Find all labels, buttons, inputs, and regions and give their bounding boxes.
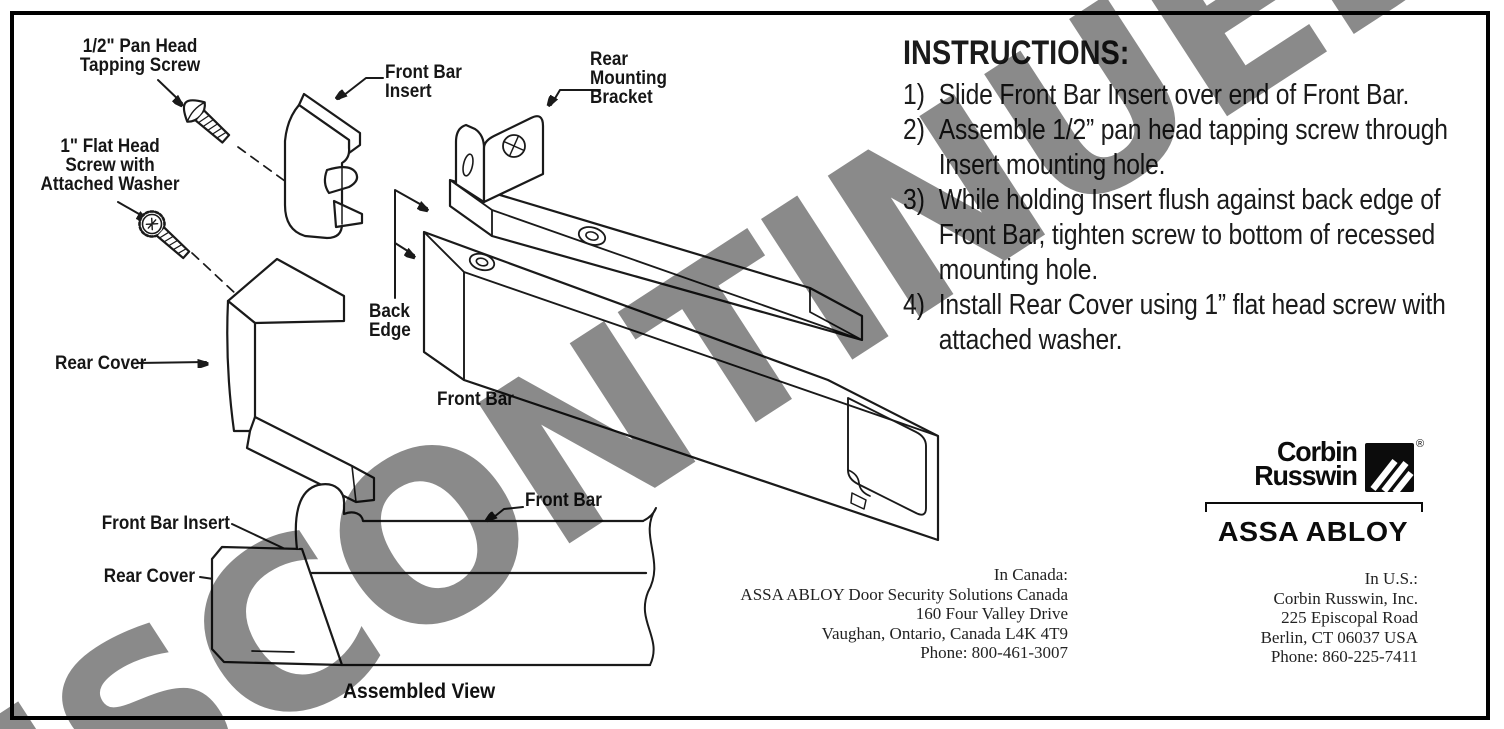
logo-line-corbin: Corbin [1277,436,1358,467]
instruction-number: 1) [903,79,925,111]
instruction-item: 4) Install Rear Cover using 1” flat head… [903,288,1498,358]
registered-trademark-symbol: ® [1416,438,1425,450]
pan-head-screw [182,99,231,144]
instruction-text: Slide Front Bar Insert over end of Front… [938,79,1410,111]
label-front-bar-insert: Front Bar Insert [385,62,462,102]
instruction-item: 1) Slide Front Bar Insert over end of Fr… [903,78,1498,113]
exploded-view-drawing [117,77,940,542]
instructions-section: INSTRUCTIONS: 1) Slide Front Bar Insert … [903,34,1498,358]
assembled-insert-profile [294,483,366,551]
canada-address: In Canada: ASSA ABLOY Door Security Solu… [740,565,1068,662]
instruction-number: 3) [903,184,925,216]
label-flat-head-screw: 1" Flat Head Screw with Attached Washer [40,136,180,195]
instruction-text: While holding Insert flush against back … [938,184,1441,286]
label-rear-mounting-bracket: Rear Mounting Bracket [590,49,667,108]
label-pan-head-screw: 1/2" Pan Head Tapping Screw [79,36,201,76]
corbin-russwin-mark-icon [1365,443,1414,493]
logo-line-russwin: Russwin [1254,460,1359,491]
page-border-frame [10,11,1490,720]
assembled-rear-cover-profile [210,545,344,667]
label-front-bar: Front Bar [437,389,514,410]
label-asm-front-bar-insert: Front Bar Insert [101,513,231,534]
assa-abloy-logo: ASSA ABLOY [1217,516,1409,547]
instruction-item: 2) Assemble 1/2” pan head tapping screw … [903,113,1498,183]
label-asm-rear-cover: Rear Cover [103,566,195,587]
assembled-view-drawing [199,483,657,667]
assembled-bar-lines [309,507,657,667]
endorsement-bracket-line [1205,502,1423,512]
corbin-russwin-logo: Corbin Russwin [1254,436,1359,491]
top-slab-and-bracket [448,115,864,342]
instruction-text: Assemble 1/2” pan head tapping screw thr… [938,114,1448,181]
instruction-number: 4) [903,289,925,321]
label-back-edge: Back Edge [369,301,411,341]
front-bar-insert-part [283,92,364,240]
label-rear-cover: Rear Cover [55,353,147,374]
instruction-item: 3) While holding Insert flush against ba… [903,183,1498,288]
assembled-view-caption: Assembled View [343,680,496,703]
rear-cover-part [226,257,376,504]
instructions-heading: INSTRUCTIONS: [903,34,1130,72]
instruction-number: 2) [903,114,925,146]
instruction-text: Install Rear Cover using 1” flat head sc… [938,289,1446,356]
front-bar-part [422,230,940,542]
flat-head-screw [138,210,191,260]
us-address: In U.S.: Corbin Russwin, Inc. 225 Episco… [1260,569,1418,666]
label-asm-front-bar: Front Bar [525,490,602,511]
